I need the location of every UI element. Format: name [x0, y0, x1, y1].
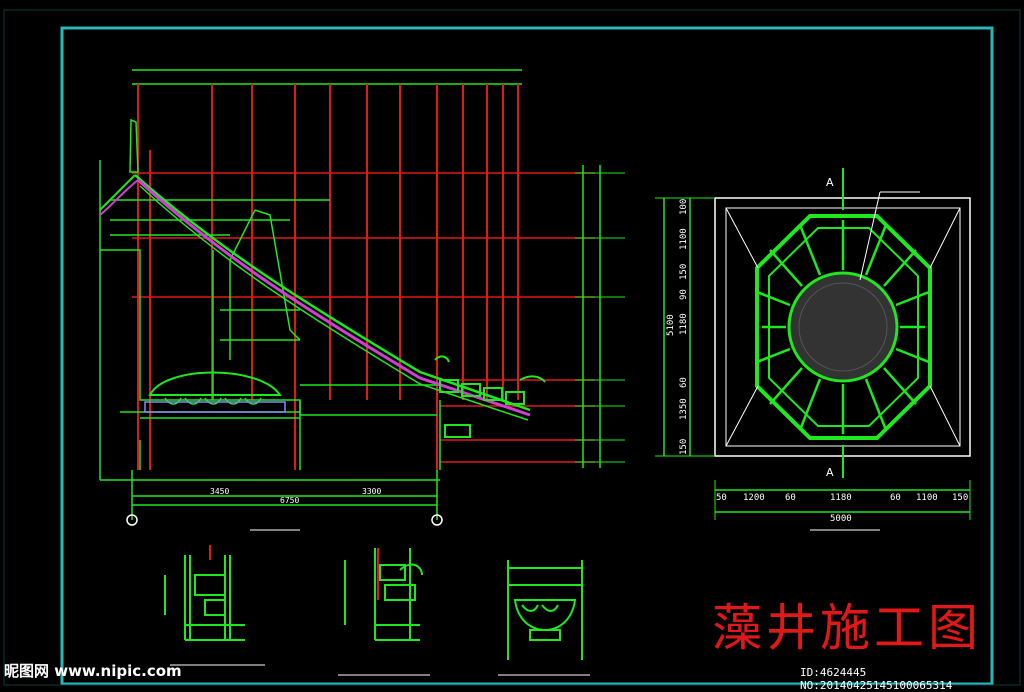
section-dim-right: 3300 — [362, 487, 381, 496]
plan-dim-bottom-6: 1100 — [916, 493, 938, 503]
ceiling-plan-drawing — [655, 168, 971, 531]
detail-drawing-2 — [344, 548, 423, 641]
plan-dim-bottom-1: 50 — [716, 493, 727, 503]
plan-dim-left-1: 100 — [679, 199, 689, 215]
section-mark-top: A — [826, 176, 834, 189]
plan-dim-bottom-7: 150 — [952, 493, 968, 503]
section-drawing — [99, 69, 625, 531]
drawing-frame — [60, 26, 994, 686]
plan-dim-total: 5000 — [830, 514, 852, 524]
detail-drawing-1 — [164, 545, 245, 641]
section-mark-bottom: A — [826, 466, 834, 479]
plan-dim-left-6: 60 — [679, 377, 689, 388]
plan-dim-left-5: 1180 — [679, 313, 689, 335]
drawing-title: 藻井施工图 — [712, 599, 982, 657]
plan-dim-bottom-5: 60 — [890, 493, 901, 503]
section-dim-left: 3450 — [210, 487, 229, 496]
plan-dim-bottom-4: 1180 — [830, 493, 852, 503]
plan-dim-bottom-3: 60 — [785, 493, 796, 503]
watermark-id: ID:4624445 NO:20140425145100065314 — [800, 666, 953, 692]
watermark-site: 昵图网 www.nipic.com — [4, 662, 182, 680]
plan-dim-bottom-2: 1200 — [743, 493, 765, 503]
plan-dim-left-4: 90 — [679, 289, 689, 300]
plan-dim-left-2: 1100 — [679, 228, 689, 250]
plan-dim-left-7: 1350 — [679, 398, 689, 420]
plan-dim-left-total: 5100 — [666, 314, 676, 336]
section-dim-total: 6750 — [280, 496, 299, 505]
plan-dim-left-3: 150 — [679, 264, 689, 280]
plan-dim-left-8: 150 — [679, 439, 689, 455]
drawing-frame-outer — [3, 9, 1021, 686]
detail-drawing-3 — [507, 560, 583, 660]
